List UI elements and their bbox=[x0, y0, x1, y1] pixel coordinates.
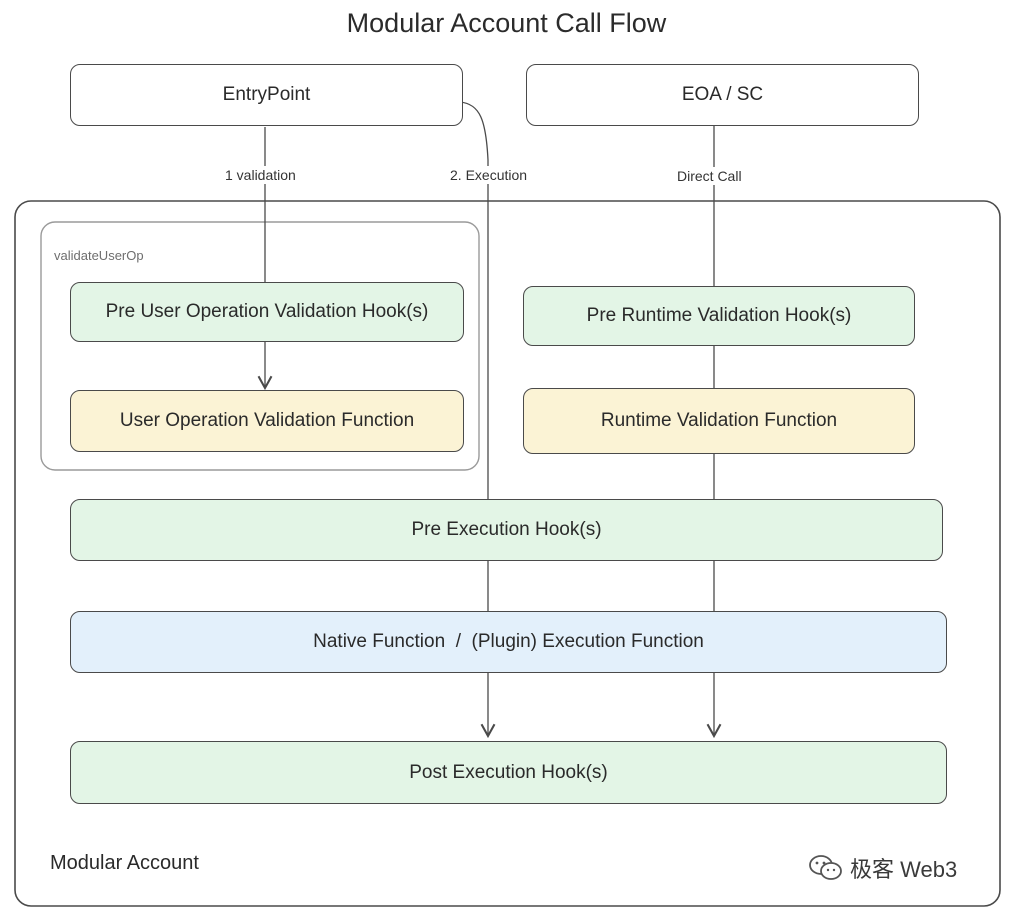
modular-account-container bbox=[14, 200, 1001, 907]
entrypoint-label: EntryPoint bbox=[222, 84, 311, 105]
validate-user-op-group bbox=[40, 221, 480, 471]
execution-edge bbox=[459, 101, 496, 739]
wechat-icon bbox=[809, 855, 842, 880]
pre-user-op-validation-hooks-label: Pre User Operation Validation Hook(s) bbox=[105, 301, 429, 322]
pre-execution-hooks-label: Pre Execution Hook(s) bbox=[411, 519, 602, 540]
execution-edge-label: 2. Execution bbox=[447, 166, 531, 184]
entrypoint-node: EntryPoint bbox=[70, 64, 463, 126]
runtime-validation-function-node: Runtime Validation Function bbox=[523, 388, 915, 454]
pre-runtime-validation-hooks-node: Pre Runtime Validation Hook(s) bbox=[523, 286, 915, 346]
native-function-node: Native Function / (Plugin) Execution Fun… bbox=[70, 611, 947, 673]
brand-watermark: 极客 Web3 bbox=[808, 852, 957, 884]
pre-runtime-validation-hooks-label: Pre Runtime Validation Hook(s) bbox=[586, 305, 852, 326]
post-execution-hooks-label: Post Execution Hook(s) bbox=[409, 761, 608, 783]
runtime-validation-function-label: Runtime Validation Function bbox=[600, 410, 838, 431]
user-op-validation-function-label: User Operation Validation Function bbox=[119, 410, 415, 431]
eoa-sc-node: EOA / SC bbox=[526, 64, 919, 126]
post-execution-hooks-node: Post Execution Hook(s) bbox=[70, 741, 947, 804]
native-function-label: Native Function / (Plugin) Execution Fun… bbox=[313, 631, 704, 652]
user-op-validation-function-node: User Operation Validation Function bbox=[70, 390, 464, 452]
modular-account-label: Modular Account bbox=[50, 852, 199, 874]
validation-edge-label: 1 validation bbox=[222, 166, 299, 184]
direct-call-edge-label: Direct Call bbox=[674, 167, 745, 185]
brand-text: 极客 Web3 bbox=[850, 857, 958, 882]
pre-execution-hooks-node: Pre Execution Hook(s) bbox=[70, 499, 943, 561]
validate-user-op-label: validateUserOp bbox=[54, 248, 144, 263]
pre-user-op-validation-hooks-node: Pre User Operation Validation Hook(s) bbox=[70, 282, 464, 342]
eoa-sc-label: EOA / SC bbox=[681, 84, 764, 105]
page-title: Modular Account Call Flow bbox=[346, 8, 667, 38]
